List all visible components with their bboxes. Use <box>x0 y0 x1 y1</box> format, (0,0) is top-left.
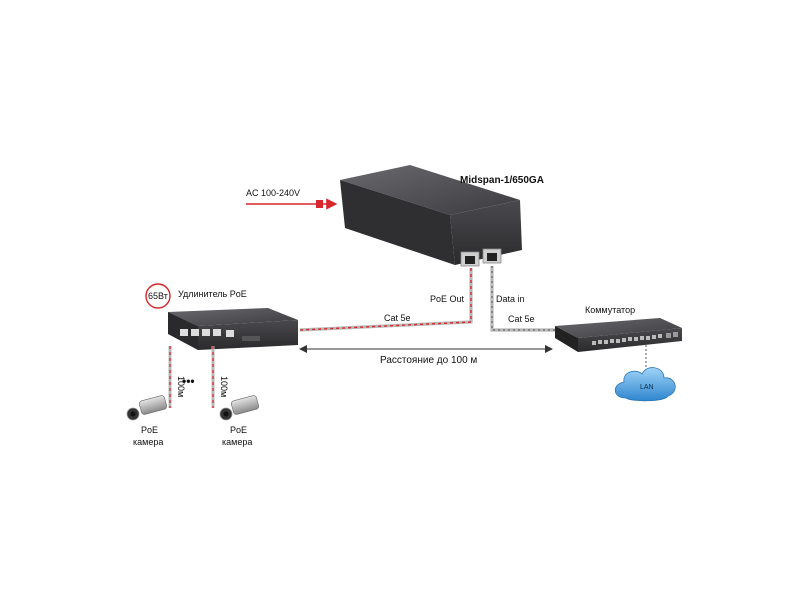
lan-cloud-icon <box>614 367 676 402</box>
extender-port-3 <box>202 329 210 336</box>
poe-extender <box>168 308 298 350</box>
extender-port-4 <box>213 329 221 336</box>
cable-length-2: 100м <box>219 376 229 397</box>
switch-side-face <box>555 326 578 352</box>
extender-port-2 <box>191 329 199 336</box>
camera-1-line1: PoE <box>141 425 158 435</box>
data-in-label: Data in <box>496 294 525 304</box>
injector-front-face <box>450 200 522 265</box>
camera-1-icon <box>126 395 167 421</box>
lan-label: LAN <box>640 384 654 391</box>
extender-front-face <box>198 320 298 350</box>
cable-left-label: Cat 5e <box>384 313 411 323</box>
injector-side-face <box>340 180 455 265</box>
cable-length-1: 100м <box>176 376 186 397</box>
extender-top-face <box>168 308 298 326</box>
extender-label: Удлинитель PoE <box>178 289 247 299</box>
cable-right-label: Cat 5e <box>508 314 535 324</box>
ac-plug <box>316 200 323 208</box>
midspan-injector <box>340 165 522 267</box>
camera-2-icon <box>219 395 259 421</box>
more-cameras-ellipsis: ••• <box>182 374 195 388</box>
poe-cable <box>299 268 473 332</box>
poe-out-label: PoE Out <box>430 294 465 304</box>
extender-port-1 <box>180 329 188 336</box>
power-badge-circle <box>145 283 171 309</box>
device-title: Midspan-1/650GA <box>460 175 544 186</box>
data-cable <box>490 266 560 332</box>
camera-1-line2: камера <box>133 437 163 447</box>
camera-2-line2: камера <box>222 437 252 447</box>
injector-top-face <box>340 165 520 215</box>
network-switch <box>555 318 682 352</box>
switch-top-face <box>555 318 682 338</box>
switch-ports <box>592 332 678 345</box>
poe-out-port-socket <box>465 256 475 264</box>
distance-label: Расстояние до 100 м <box>380 355 477 366</box>
ac-input-label: AC 100-240V <box>246 188 300 198</box>
camera-2-line1: PoE <box>230 425 247 435</box>
extender-port-uplink <box>226 330 234 337</box>
power-badge: 65Вт <box>148 291 168 301</box>
extender-panel <box>242 336 260 341</box>
switch-label: Коммутатор <box>585 305 635 315</box>
data-in-port-socket <box>487 253 497 261</box>
